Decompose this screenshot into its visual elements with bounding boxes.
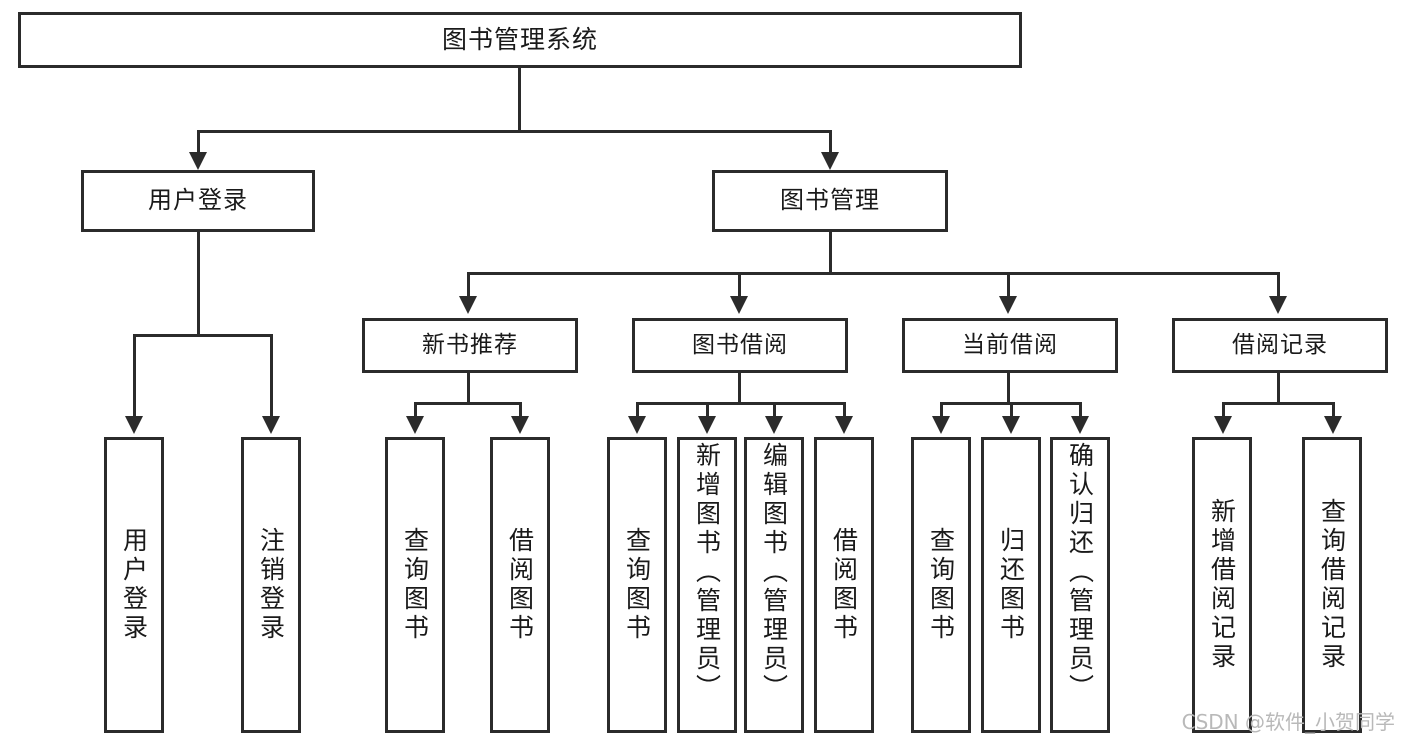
leaf-new-book-borrow-book[interactable]: 借阅图书 — [490, 437, 550, 733]
leaf-new-book-query-book[interactable]: 查询图书 — [385, 437, 445, 733]
leaf-book-borrow-edit-book-admin[interactable]: 编辑图书（管理员） — [744, 437, 804, 733]
connector-user-login-to-leaf-1 — [270, 334, 273, 420]
node-label: 图书管理系统 — [441, 24, 598, 54]
arrow-to-new-book-recommend — [459, 296, 477, 314]
node-label: 归还图书 — [996, 527, 1026, 643]
leaf-user-login-login[interactable]: 用户登录 — [104, 437, 164, 733]
arrow-book-borrow-to-leaf-2 — [765, 416, 783, 434]
connector-book-borrow-to-leaf-3 — [843, 402, 846, 420]
arrow-root-to-book-manage — [821, 152, 839, 170]
arrow-to-borrow-record — [1269, 296, 1287, 314]
connector-new-book-stem — [467, 373, 470, 405]
connector-level3-bus — [467, 272, 1280, 275]
arrow-root-to-user-login — [189, 152, 207, 170]
leaf-current-borrow-query-book[interactable]: 查询图书 — [911, 437, 971, 733]
connector-user-login-stem — [197, 232, 200, 336]
node-label: 借阅图书 — [829, 527, 859, 643]
node-label: 图书管理 — [780, 186, 880, 215]
node-label: 图书借阅 — [692, 332, 788, 359]
connector-to-book-borrow — [738, 272, 741, 300]
leaf-book-borrow-add-book-admin[interactable]: 新增图书（管理员） — [677, 437, 737, 733]
node-label: 新增借阅记录 — [1207, 498, 1237, 672]
connector-to-new-book-recommend — [467, 272, 470, 300]
leaf-current-borrow-confirm-return-admin[interactable]: 确认归还（管理员） — [1050, 437, 1110, 733]
node-label: 新增图书（管理员） — [692, 442, 722, 703]
leaf-current-borrow-return-book[interactable]: 归还图书 — [981, 437, 1041, 733]
node-label: 查询借阅记录 — [1317, 498, 1347, 672]
leaf-book-borrow-borrow-book[interactable]: 借阅图书 — [814, 437, 874, 733]
arrow-book-borrow-to-leaf-0 — [628, 416, 646, 434]
node-label: 用户登录 — [148, 186, 248, 215]
arrow-borrow-record-to-leaf-0 — [1214, 416, 1232, 434]
node-label: 查询图书 — [622, 527, 652, 643]
leaf-book-borrow-query-book[interactable]: 查询图书 — [607, 437, 667, 733]
connector-borrow-record-stem — [1277, 373, 1280, 405]
connector-current-borrow-to-leaf-1 — [1010, 402, 1013, 420]
connector-user-login-to-leaf-0 — [133, 334, 136, 420]
arrow-user-login-to-leaf-1 — [262, 416, 280, 434]
connector-borrow-record-to-leaf-1 — [1332, 402, 1335, 420]
node-label: 新书推荐 — [422, 332, 518, 359]
node-label: 确认归还（管理员） — [1065, 442, 1095, 703]
connector-new-book-bus — [414, 402, 522, 405]
connector-new-book-to-leaf-1 — [519, 402, 522, 420]
leaf-borrow-record-add-record[interactable]: 新增借阅记录 — [1192, 437, 1252, 733]
node-label: 当前借阅 — [962, 332, 1058, 359]
connector-borrow-record-bus — [1222, 402, 1335, 405]
arrow-borrow-record-to-leaf-1 — [1324, 416, 1342, 434]
node-label: 借阅记录 — [1232, 332, 1328, 359]
connector-book-borrow-to-leaf-0 — [636, 402, 639, 420]
node-user-login[interactable]: 用户登录 — [81, 170, 315, 232]
node-current-borrow[interactable]: 当前借阅 — [902, 318, 1118, 373]
leaf-borrow-record-query-record[interactable]: 查询借阅记录 — [1302, 437, 1362, 733]
arrow-new-book-to-leaf-1 — [511, 416, 529, 434]
arrow-to-book-borrow — [730, 296, 748, 314]
connector-root-bus — [197, 130, 832, 133]
connector-user-login-bus — [133, 334, 273, 337]
connector-current-borrow-to-leaf-0 — [940, 402, 943, 420]
connector-book-borrow-to-leaf-1 — [706, 402, 709, 420]
connector-current-borrow-to-leaf-2 — [1079, 402, 1082, 420]
node-new-book-recommend[interactable]: 新书推荐 — [362, 318, 578, 373]
node-book-borrow[interactable]: 图书借阅 — [632, 318, 848, 373]
connector-book-borrow-to-leaf-2 — [773, 402, 776, 420]
node-label: 查询图书 — [400, 527, 430, 643]
node-borrow-record[interactable]: 借阅记录 — [1172, 318, 1388, 373]
node-book-management[interactable]: 图书管理 — [712, 170, 948, 232]
arrow-current-borrow-to-leaf-1 — [1002, 416, 1020, 434]
connector-new-book-to-leaf-0 — [414, 402, 417, 420]
connector-root-to-book-manage — [829, 130, 832, 157]
arrow-to-current-borrow — [999, 296, 1017, 314]
arrow-book-borrow-to-leaf-1 — [698, 416, 716, 434]
arrow-book-borrow-to-leaf-3 — [835, 416, 853, 434]
arrow-current-borrow-to-leaf-0 — [932, 416, 950, 434]
node-label: 注销登录 — [256, 527, 286, 643]
leaf-user-login-logout[interactable]: 注销登录 — [241, 437, 301, 733]
connector-root-to-user-login — [197, 130, 200, 157]
node-label: 借阅图书 — [505, 527, 535, 643]
arrow-new-book-to-leaf-0 — [406, 416, 424, 434]
connector-borrow-record-to-leaf-0 — [1222, 402, 1225, 420]
connector-book-manage-stem — [829, 232, 832, 274]
node-label: 用户登录 — [119, 527, 149, 643]
node-label: 编辑图书（管理员） — [759, 442, 789, 703]
node-root-system[interactable]: 图书管理系统 — [18, 12, 1022, 68]
connector-current-borrow-stem — [1007, 373, 1010, 405]
connector-to-current-borrow — [1007, 272, 1010, 300]
arrow-current-borrow-to-leaf-2 — [1071, 416, 1089, 434]
arrow-user-login-to-leaf-0 — [125, 416, 143, 434]
connector-book-borrow-bus — [636, 402, 846, 405]
connector-to-borrow-record — [1277, 272, 1280, 300]
connector-book-borrow-stem — [738, 373, 741, 405]
node-label: 查询图书 — [926, 527, 956, 643]
connector-root-stem — [518, 68, 521, 132]
